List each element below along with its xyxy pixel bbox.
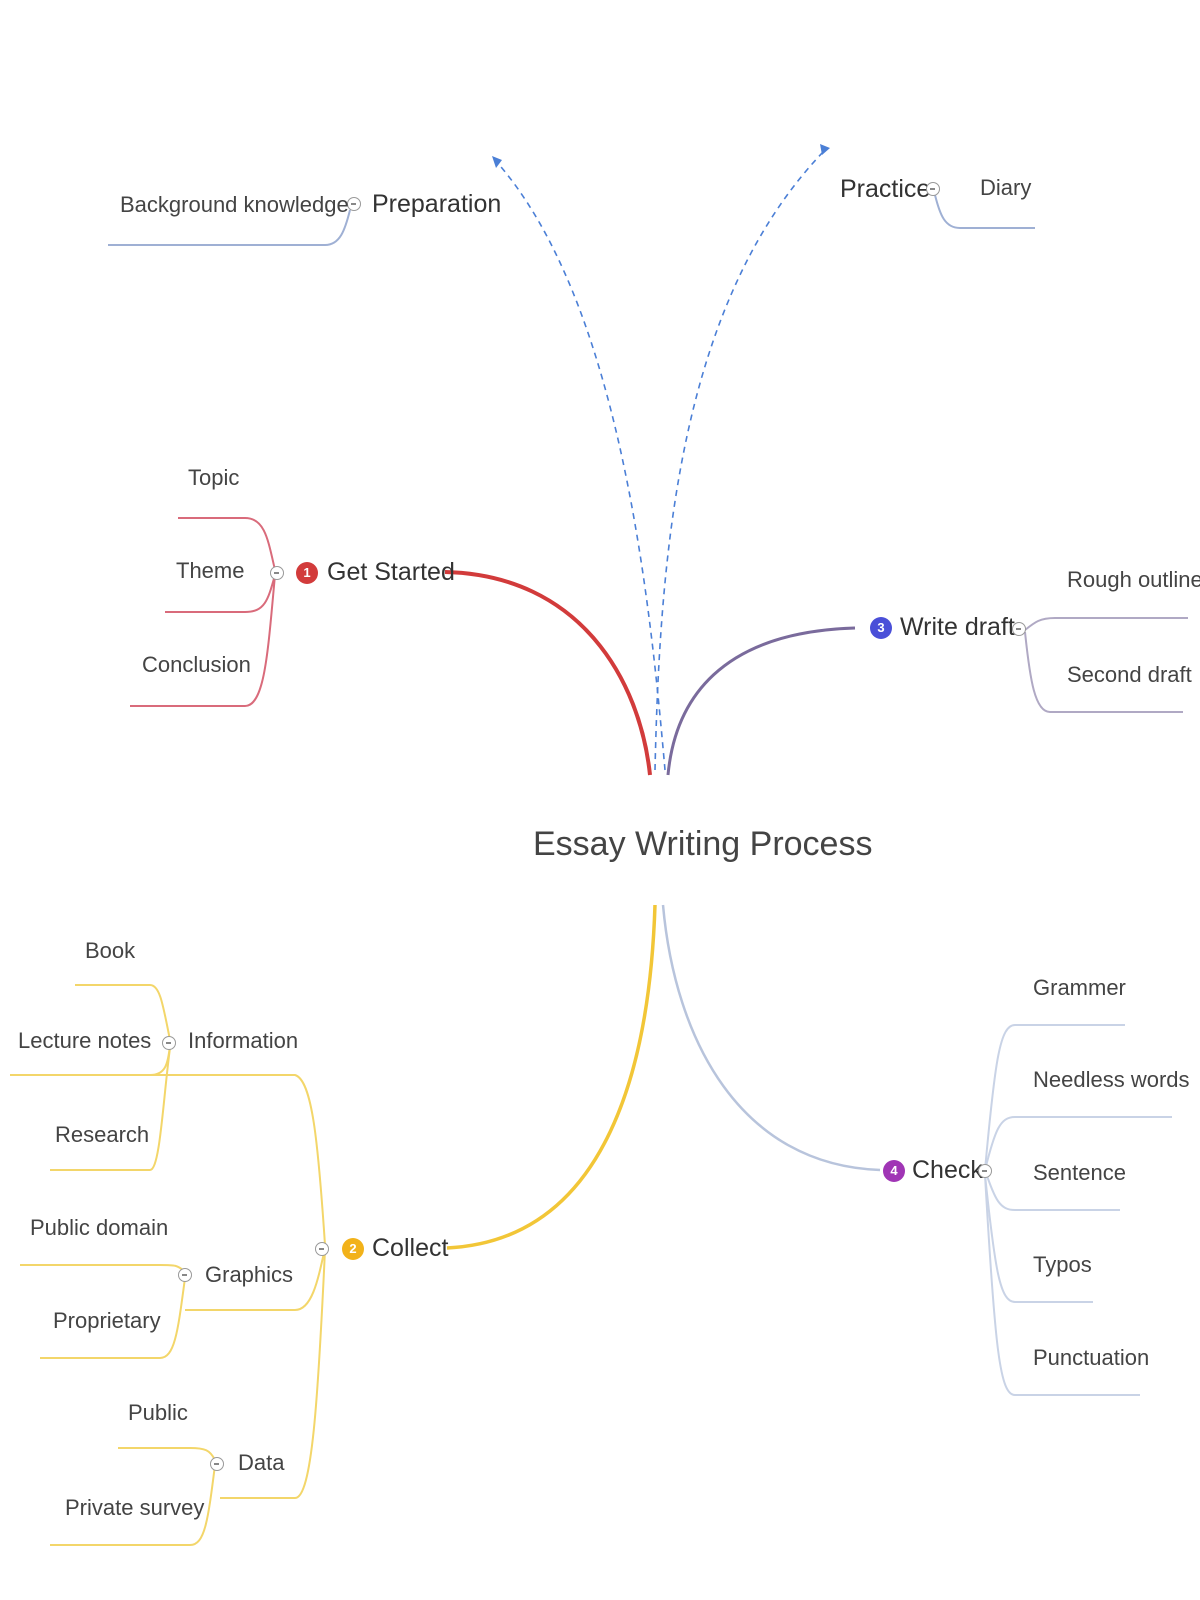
write-draft-child-rough-outline[interactable]: Rough outline (1067, 567, 1200, 592)
check-child-typos[interactable]: Typos (1033, 1252, 1092, 1277)
preparation-collapse-icon[interactable] (347, 197, 361, 211)
write-draft-branch-line (666, 626, 856, 776)
preparation-topic[interactable]: Preparation (372, 190, 502, 218)
practice-collapse-icon[interactable] (926, 182, 940, 196)
graphics-collapse-icon[interactable] (178, 1268, 192, 1282)
check-child-grammer[interactable]: Grammer (1033, 975, 1126, 1000)
preparation-link (494, 159, 666, 771)
check-number-badge: 4 (883, 1160, 905, 1182)
get-started-child-theme[interactable]: Theme (176, 558, 245, 583)
check-branch-line (661, 904, 881, 1172)
check-child-needless-words[interactable]: Needless words (1033, 1067, 1190, 1092)
get-started-topic[interactable]: Get Started (327, 558, 455, 586)
practice-topic[interactable]: Practice (840, 175, 931, 203)
collect-branch-line (446, 904, 657, 1250)
write-draft-child-second-draft[interactable]: Second draft (1067, 662, 1192, 687)
practice-link (654, 149, 826, 771)
write-draft-collapse-icon[interactable] (1012, 622, 1026, 636)
check-child-punctuation[interactable]: Punctuation (1033, 1345, 1150, 1370)
data-topic[interactable]: Data (238, 1450, 285, 1475)
practice-arrow-icon (820, 144, 830, 155)
data-child-private-survey[interactable]: Private survey (65, 1495, 205, 1520)
data-child-public[interactable]: Public (128, 1400, 188, 1425)
check-topic[interactable]: Check (912, 1156, 983, 1184)
information-collapse-icon[interactable] (162, 1036, 176, 1050)
information-topic[interactable]: Information (188, 1028, 299, 1053)
check-collapse-icon[interactable] (978, 1164, 992, 1178)
information-child-research[interactable]: Research (55, 1122, 150, 1147)
information-child-lecture-notes[interactable]: Lecture notes (18, 1028, 152, 1053)
collect-collapse-icon[interactable] (315, 1242, 329, 1256)
get-started-number-badge: 1 (296, 562, 318, 584)
graphics-topic[interactable]: Graphics (205, 1262, 294, 1287)
graphics-child-proprietary[interactable]: Proprietary (53, 1308, 161, 1333)
preparation-child-background-knowledge[interactable]: Background knowledge (120, 192, 349, 217)
collect-number-badge: 2 (342, 1238, 364, 1260)
write-draft-number-badge: 3 (870, 617, 892, 639)
write-draft-topic[interactable]: Write draft (900, 613, 1015, 641)
information-child-book[interactable]: Book (85, 938, 136, 963)
practice-child-diary[interactable]: Diary (980, 175, 1032, 200)
preparation-arrow-icon (492, 156, 502, 168)
collect-topic[interactable]: Collect (372, 1234, 449, 1262)
central-topic[interactable]: Essay Writing Process (533, 825, 873, 863)
data-collapse-icon[interactable] (210, 1457, 224, 1471)
graphics-child-public-domain[interactable]: Public domain (30, 1215, 169, 1240)
check-child-sentence[interactable]: Sentence (1033, 1160, 1126, 1185)
get-started-child-topic[interactable]: Topic (188, 465, 240, 490)
get-started-child-conclusion[interactable]: Conclusion (142, 652, 251, 677)
get-started-branch-line (444, 570, 652, 776)
get-started-collapse-icon[interactable] (270, 566, 284, 580)
